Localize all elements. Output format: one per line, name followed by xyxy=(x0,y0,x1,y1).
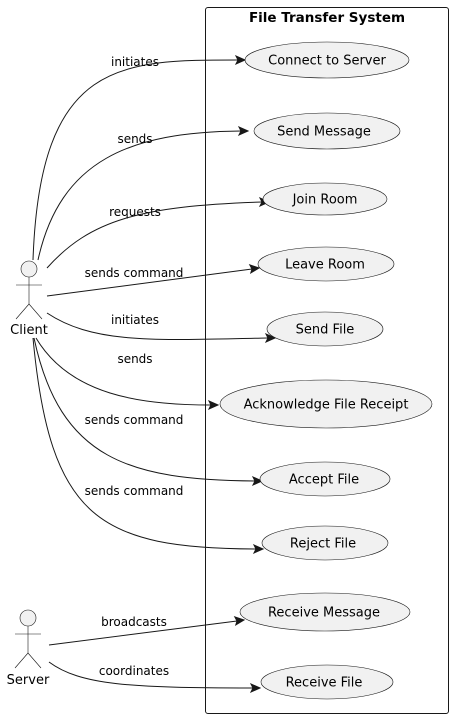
usecase-receive-message: Receive Message xyxy=(239,592,411,632)
label-client-acknowledge: sends xyxy=(117,352,152,366)
label-server-receive-message: broadcasts xyxy=(101,615,167,629)
edge-client-accept xyxy=(33,337,256,482)
edge-client-connect xyxy=(32,59,239,261)
edge-client-reject xyxy=(32,337,257,550)
usecase-join-room: Join Room xyxy=(262,182,388,216)
actor-client: Client xyxy=(10,260,48,338)
usecase-label-receive-message: Receive Message xyxy=(268,606,380,621)
usecase-label-accept-file: Accept File xyxy=(289,473,359,488)
usecase-label-reject-file: Reject File xyxy=(290,537,356,552)
usecase-send-message: Send Message xyxy=(253,112,401,150)
label-client-connect: initiates xyxy=(111,55,159,69)
label-client-send-file: initiates xyxy=(111,313,159,327)
usecase-label-leave-room: Leave Room xyxy=(285,258,365,273)
usecase-label-receive-file: Receive File xyxy=(286,676,363,691)
label-client-send-message: sends xyxy=(117,132,152,146)
usecase-label-join-room: Join Room xyxy=(292,193,358,208)
usecase-acknowledge-file-receipt: Acknowledge File Receipt xyxy=(219,379,433,429)
edge-server-receive-file xyxy=(48,661,254,689)
label-client-leave-room: sends command xyxy=(85,266,184,280)
use-cases: Connect to Server Send Message Join Room… xyxy=(219,41,433,700)
arrowhead-send-message xyxy=(237,125,250,137)
edge-client-leave-room xyxy=(46,268,253,297)
usecase-label-connect-to-server: Connect to Server xyxy=(268,54,386,69)
usecase-reject-file: Reject File xyxy=(261,525,389,561)
edge-client-join-room xyxy=(46,201,263,269)
arrowhead-accept xyxy=(251,475,264,487)
usecase-accept-file: Accept File xyxy=(259,461,391,497)
arrowhead-receive-message xyxy=(233,616,246,626)
relations xyxy=(32,54,277,694)
actor-label-client: Client xyxy=(10,323,48,338)
arrowhead-connect xyxy=(234,54,247,66)
arrowhead-send-file xyxy=(264,332,277,344)
arrowhead-acknowledge xyxy=(207,399,220,411)
system-title: File Transfer System xyxy=(249,10,405,26)
usecase-label-send-message: Send Message xyxy=(277,125,371,140)
arrowhead-receive-file xyxy=(249,682,262,694)
usecase-label-acknowledge-file-receipt: Acknowledge File Receipt xyxy=(244,398,409,413)
actor-icon xyxy=(15,260,43,320)
actor-server: Server xyxy=(7,609,50,688)
actor-label-server: Server xyxy=(7,673,50,688)
edge-server-receive-message xyxy=(48,620,238,646)
edge-client-send-message xyxy=(37,130,242,261)
relation-labels: initiates sends requests sends command i… xyxy=(85,55,184,678)
edge-client-acknowledge xyxy=(35,337,212,406)
label-server-receive-file: coordinates xyxy=(99,664,169,678)
label-client-accept: sends command xyxy=(85,413,184,427)
usecase-receive-file: Receive File xyxy=(260,664,394,700)
edge-client-send-file xyxy=(46,312,269,341)
actor-icon xyxy=(14,609,42,669)
label-client-join-room: requests xyxy=(109,205,161,219)
usecase-send-file: Send File xyxy=(266,311,384,347)
label-client-reject: sends command xyxy=(85,484,184,498)
usecase-connect-to-server: Connect to Server xyxy=(244,41,410,79)
usecase-label-send-file: Send File xyxy=(296,323,355,338)
arrowhead-leave-room xyxy=(248,264,261,274)
usecase-leave-room: Leave Room xyxy=(257,246,395,282)
arrowhead-reject xyxy=(252,543,265,555)
